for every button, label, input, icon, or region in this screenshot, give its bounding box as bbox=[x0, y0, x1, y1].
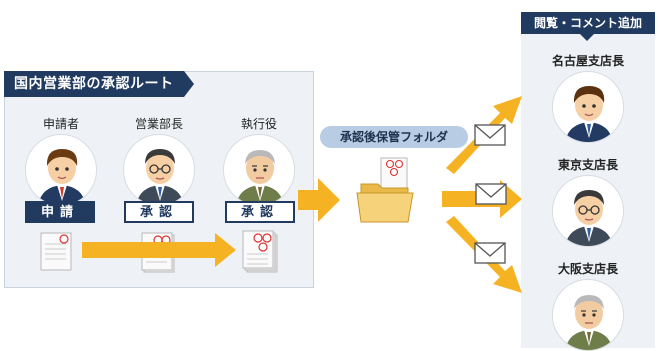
person-icon bbox=[236, 150, 284, 205]
role-label: 営業部長 bbox=[134, 117, 183, 131]
document-icon bbox=[40, 232, 74, 272]
person-icon bbox=[38, 149, 86, 205]
document-icon bbox=[242, 230, 280, 274]
mail-icon bbox=[474, 242, 506, 264]
role-label: 執行役 bbox=[240, 117, 277, 131]
osaka-manager-avatar bbox=[552, 279, 624, 351]
approve-badge: 承認 bbox=[124, 201, 194, 223]
role-label: 名古屋支店長 bbox=[551, 54, 624, 68]
person-icon bbox=[565, 86, 613, 142]
tokyo-manager-avatar bbox=[552, 175, 624, 247]
route-title: 国内営業部の承認ルート bbox=[4, 71, 193, 97]
role-label: 申請者 bbox=[42, 117, 79, 131]
person-executive: 執行役 bbox=[218, 116, 300, 206]
mail-icon bbox=[474, 124, 506, 146]
sales-manager-avatar bbox=[123, 134, 195, 206]
person-icon bbox=[136, 149, 184, 205]
folder-icon bbox=[356, 157, 414, 223]
storage-folder-label: 承認後保管フォルダ bbox=[320, 126, 468, 148]
mail-icon bbox=[475, 183, 507, 205]
branch-nagoya: 名古屋支店長 bbox=[533, 53, 643, 143]
branch-osaka: 大阪支店長 bbox=[533, 261, 643, 351]
right-panel-title: 閲覧・コメント追加 bbox=[521, 12, 655, 41]
role-label: 東京支店長 bbox=[557, 158, 618, 172]
person-applicant: 申請者 bbox=[20, 116, 102, 206]
apply-badge: 申請 bbox=[25, 201, 95, 223]
person-icon bbox=[565, 295, 613, 350]
nagoya-manager-avatar bbox=[552, 71, 624, 143]
approve-badge: 承認 bbox=[225, 201, 295, 223]
person-sales-manager: 営業部長 bbox=[118, 116, 200, 206]
arrow-icon bbox=[298, 178, 340, 222]
person-icon bbox=[565, 190, 613, 246]
executive-avatar bbox=[223, 134, 295, 206]
branch-tokyo: 東京支店長 bbox=[533, 157, 643, 247]
applicant-avatar bbox=[25, 134, 97, 206]
role-label: 大阪支店長 bbox=[557, 262, 618, 276]
arrow-icon bbox=[82, 233, 236, 267]
